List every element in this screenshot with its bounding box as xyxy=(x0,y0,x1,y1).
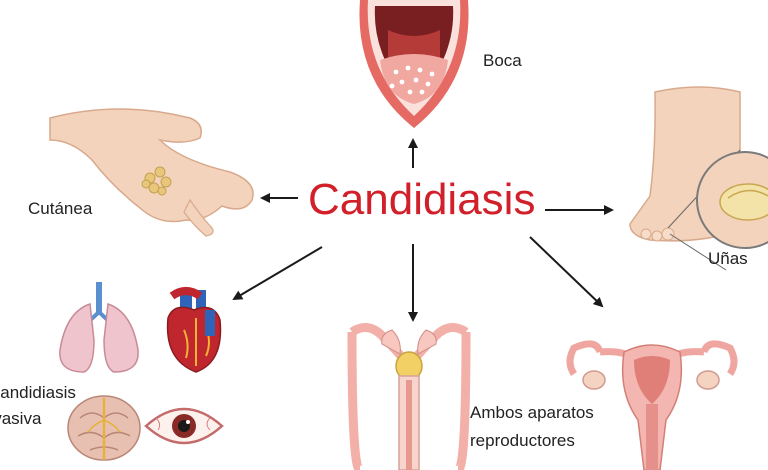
male-reproductive-icon xyxy=(347,323,471,470)
label-invasiva-line1: Candidiasis xyxy=(0,383,76,402)
arrow-to-invasive xyxy=(232,246,323,301)
female-reproductive-icon xyxy=(566,340,738,470)
eye-icon xyxy=(144,407,224,445)
label-cutanea: Cutánea xyxy=(28,199,93,218)
foot-icon xyxy=(629,86,768,271)
mouth-icon xyxy=(359,0,469,128)
hand-icon xyxy=(49,108,254,237)
label-unas: Uñas xyxy=(708,249,748,268)
label-reproductores-line2: reproductores xyxy=(470,431,575,450)
arrows xyxy=(232,138,614,322)
diagram-title: Candidiasis xyxy=(308,175,536,224)
label-reproductores-line1: Ambos aparatos xyxy=(470,403,594,422)
heart-icon xyxy=(166,287,222,373)
lungs-icon xyxy=(59,282,139,373)
brain-icon xyxy=(67,395,141,461)
arrow-to-female xyxy=(529,236,604,308)
label-invasiva-line2: invasiva xyxy=(0,409,42,428)
label-boca: Boca xyxy=(483,51,522,70)
